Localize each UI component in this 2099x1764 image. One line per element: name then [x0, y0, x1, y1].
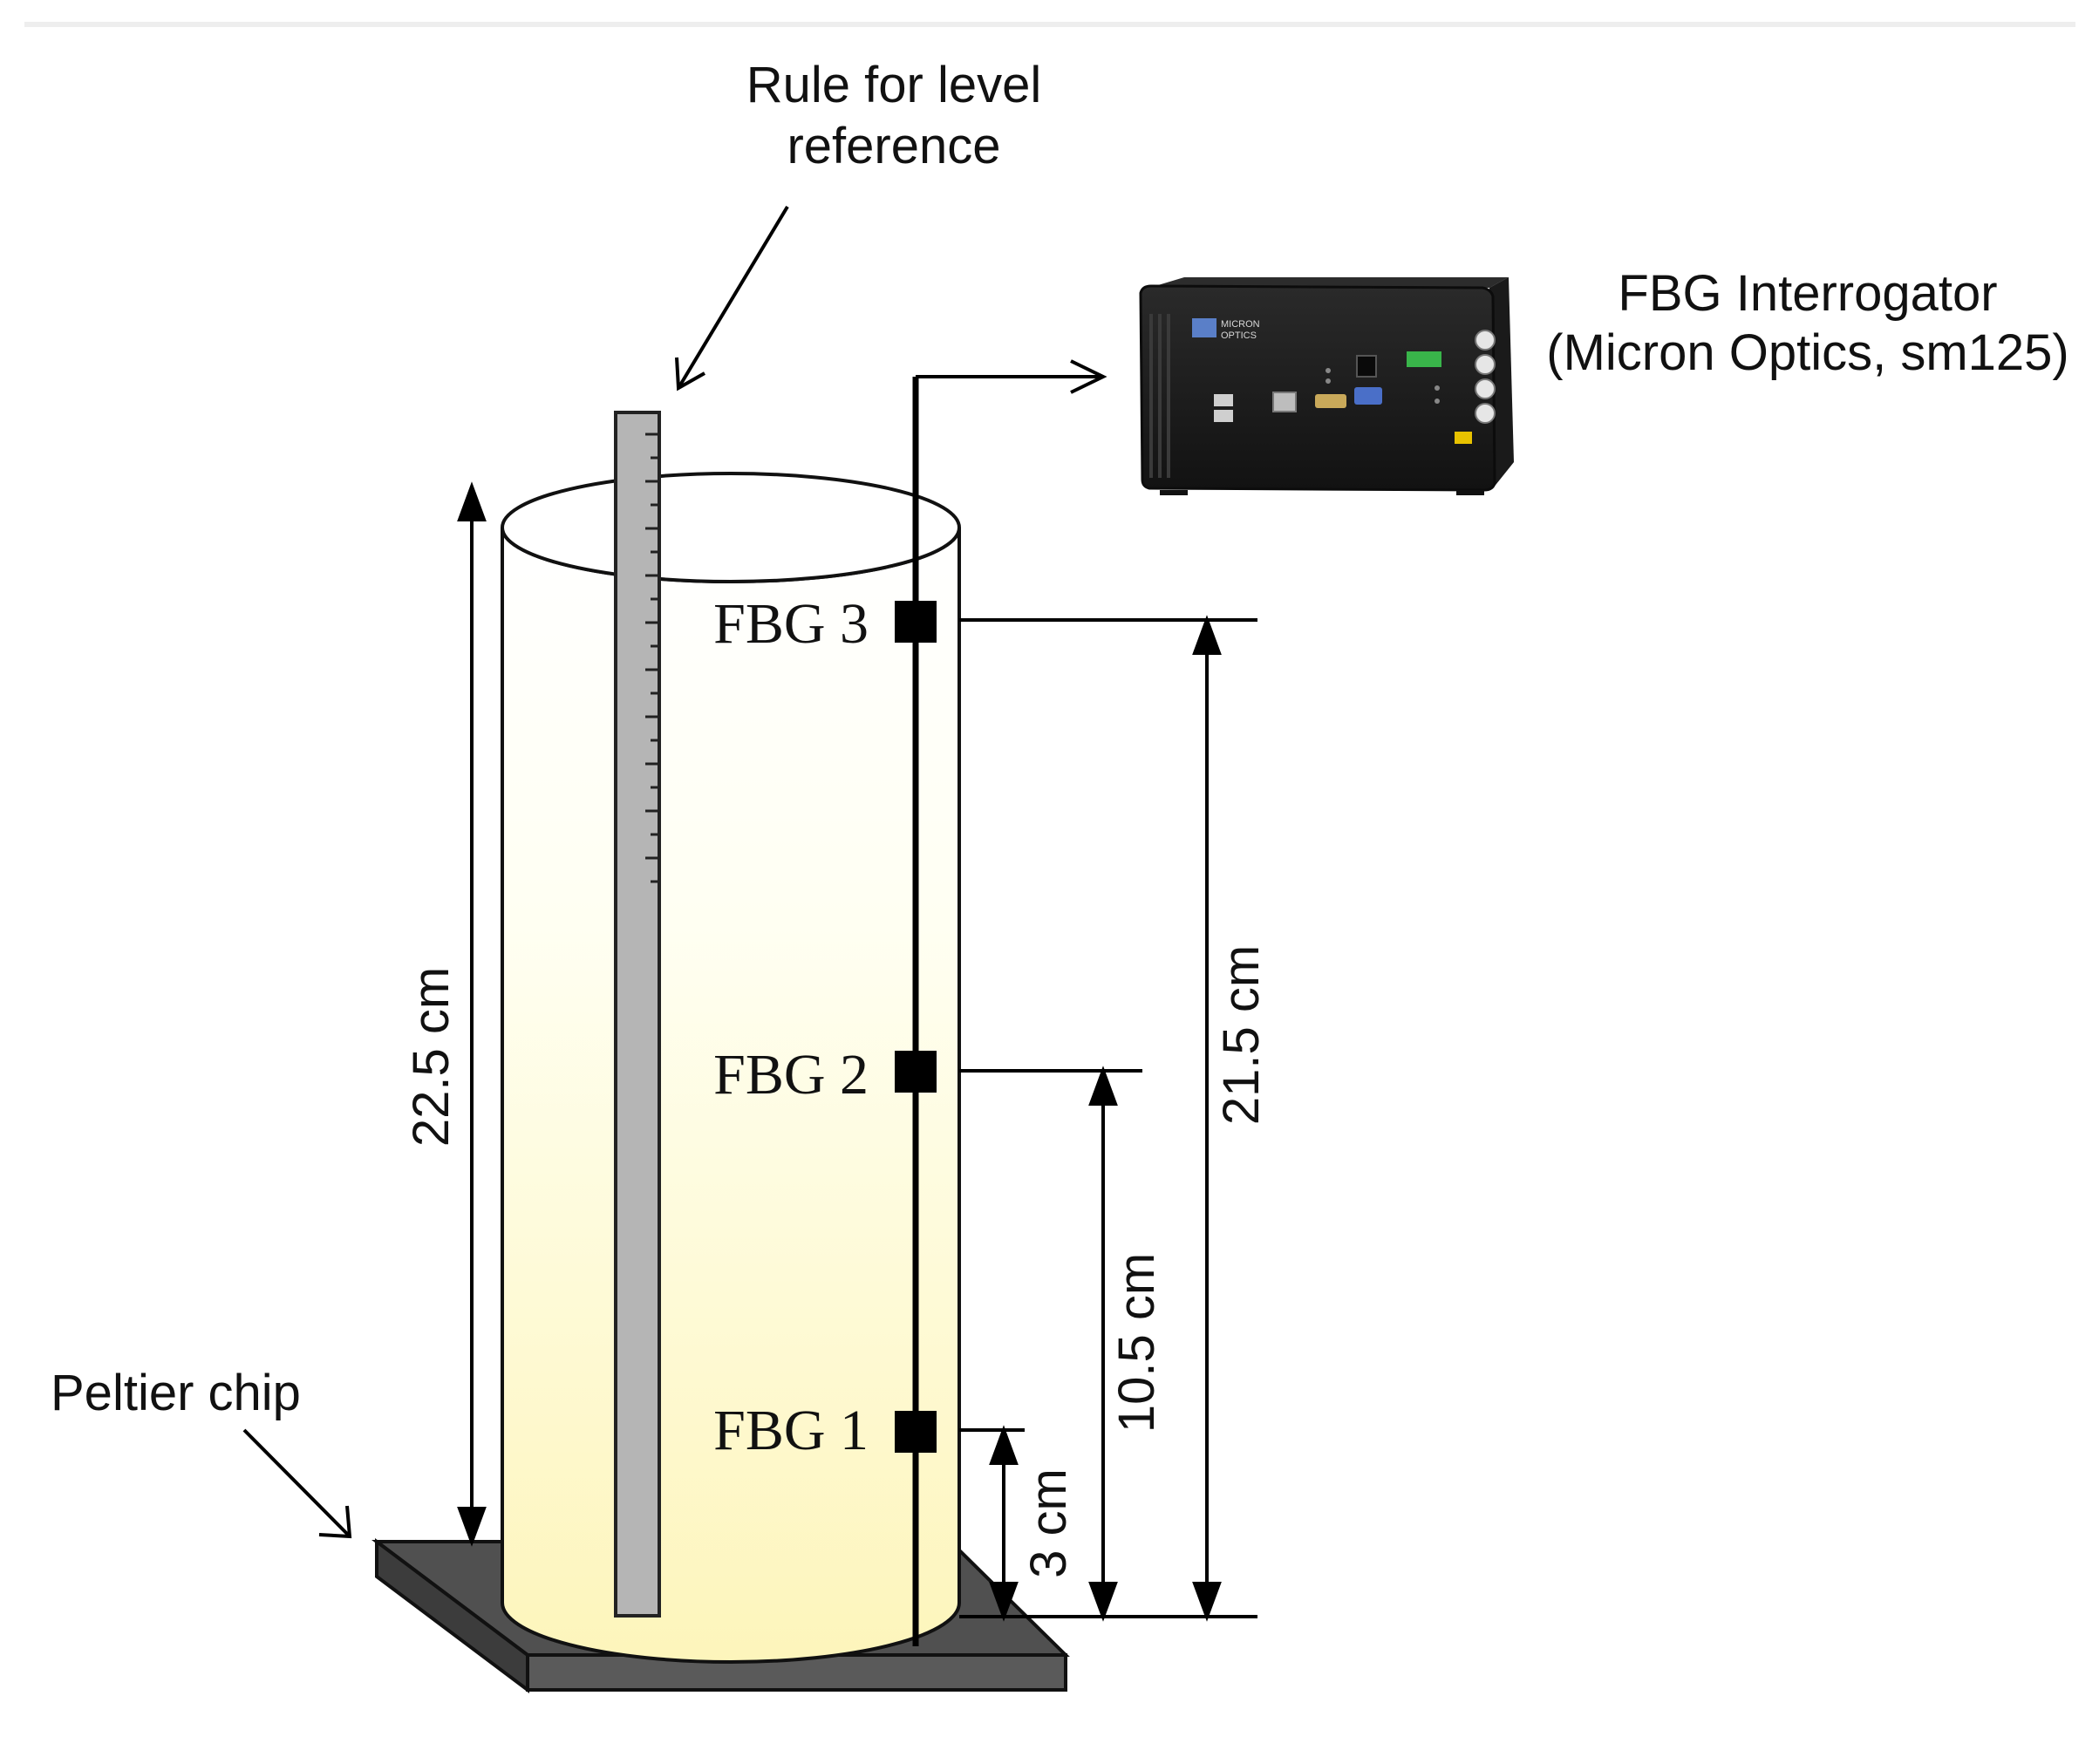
rule-label-line1: Rule for level [746, 57, 1041, 113]
usb-port-icon [1214, 394, 1233, 406]
power-switch-icon [1356, 355, 1377, 378]
peltier-callout-arrow [242, 1428, 352, 1539]
status-leds [1326, 368, 1440, 404]
laser-warning-label [1455, 432, 1472, 444]
device-brand-line1: MICRON [1221, 319, 1260, 330]
fbg2-sensor [895, 1051, 937, 1093]
usb-port-icon-2 [1214, 410, 1233, 422]
fbg2-label: FBG 2 [713, 1043, 869, 1107]
dim-fbg1-label: 3 cm [1020, 1468, 1077, 1578]
vent-grille [1149, 314, 1170, 478]
fbg3-sensor [895, 601, 937, 643]
fbg1-sensor [895, 1411, 937, 1453]
rule-label-line2: reference [787, 118, 1000, 174]
dim-fbg3-label: 21.5 cm [1213, 945, 1270, 1125]
fbg3-label: FBG 3 [713, 592, 869, 656]
optical-connectors [1475, 330, 1496, 424]
dim-fbg2-label: 10.5 cm [1108, 1253, 1165, 1433]
level-ruler [614, 411, 661, 1618]
peltier-label: Peltier chip [51, 1365, 301, 1421]
fbg-interrogator-device: MICRON OPTICS [1139, 277, 1514, 495]
interrogator-label-line1: FBG Interrogator [1618, 265, 1997, 322]
interrogator-label-line2: (Micron Optics, sm125) [1546, 324, 2068, 381]
dim-total-label: 22.5 cm [403, 967, 460, 1147]
micron-logo-icon [1192, 318, 1216, 337]
fiber-arrow-head [1070, 359, 1107, 394]
rule-callout-arrow [675, 205, 789, 392]
serial-port-icon [1315, 394, 1346, 408]
vga-port-icon [1354, 387, 1382, 405]
terminal-block-icon [1407, 351, 1441, 367]
device-brand-line2: OPTICS [1221, 330, 1257, 341]
ethernet-port-icon [1272, 392, 1297, 412]
fbg1-label: FBG 1 [713, 1399, 869, 1462]
dimension-arrows [457, 481, 1222, 1622]
